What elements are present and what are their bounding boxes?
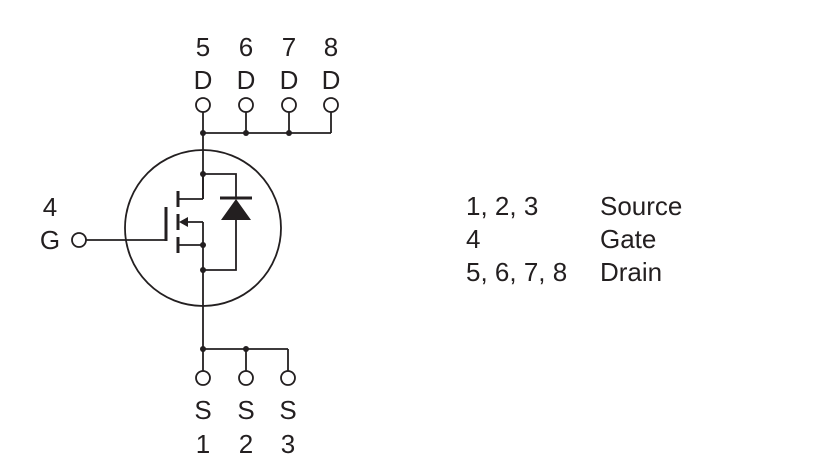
pin-label-drain-5: D [194, 65, 213, 95]
pin-label-source-1: S [194, 395, 211, 425]
body-arrow-icon [179, 217, 188, 227]
gate-terminal [71, 232, 87, 248]
pin-terminal-3 [280, 370, 296, 386]
gate-pin-label: G [40, 225, 60, 255]
source-junction-1 [200, 346, 206, 352]
pin-terminal-1 [195, 370, 211, 386]
pin-number-2: 2 [239, 429, 253, 459]
drain-junction-5 [200, 130, 206, 136]
diode-top-wire [203, 173, 237, 198]
pin-terminal-7 [281, 97, 297, 113]
pin-number-3: 3 [281, 429, 295, 459]
pin-terminal-8 [323, 97, 339, 113]
legend-function-gate: Gate [600, 224, 656, 254]
pin-label-drain-7: D [280, 65, 299, 95]
legend-pins-source: 1, 2, 3 [466, 191, 538, 221]
pin-number-1: 1 [196, 429, 210, 459]
legend-function-drain: Drain [600, 257, 662, 287]
pin-number-8: 8 [324, 32, 338, 62]
pin-label-drain-8: D [322, 65, 341, 95]
diode-icon [221, 199, 251, 220]
pin-terminal-2 [238, 370, 254, 386]
pin-label-source-3: S [279, 395, 296, 425]
pin-terminal-6 [238, 97, 254, 113]
legend-function-source: Source [600, 191, 682, 221]
diode-bottom-wire [203, 220, 237, 271]
pin-label-source-2: S [237, 395, 254, 425]
drain-junction-6 [243, 130, 249, 136]
legend-pins-gate: 4 [466, 224, 480, 254]
pin-number-7: 7 [282, 32, 296, 62]
gate-pin-number: 4 [43, 192, 57, 222]
pin-number-5: 5 [196, 32, 210, 62]
pin-terminal-5 [195, 97, 211, 113]
pin-number-6: 6 [239, 32, 253, 62]
legend-pins-drain: 5, 6, 7, 8 [466, 257, 567, 287]
pin-label-drain-6: D [237, 65, 256, 95]
drain-junction-7 [286, 130, 292, 136]
